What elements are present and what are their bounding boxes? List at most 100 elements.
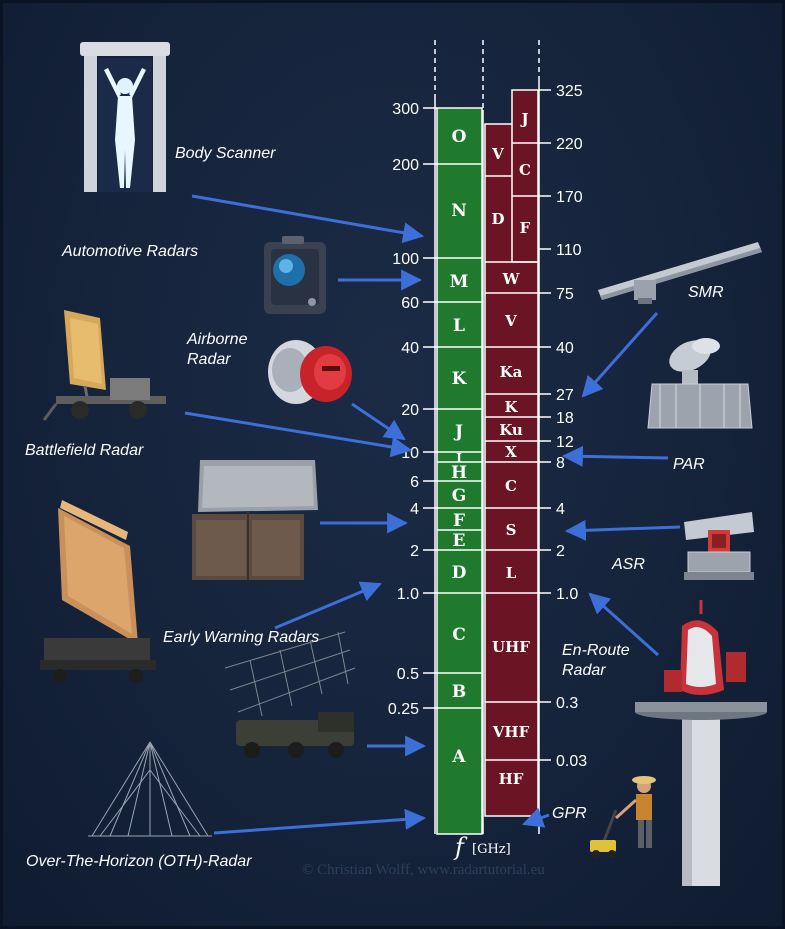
- asr-illustration: [684, 512, 754, 580]
- label-en-route-radar-line2: Radar: [562, 662, 606, 679]
- band-ieee-w: W: [502, 270, 521, 288]
- label-gpr: GPR: [552, 805, 587, 822]
- ieee-separators: [485, 142, 538, 761]
- label-automotive-radars: Automotive Radars: [62, 243, 199, 260]
- band-j: J: [453, 422, 463, 442]
- green-separators: [437, 163, 482, 709]
- early-warning-radar-illustration: [40, 500, 156, 683]
- tick-left-60: 60: [401, 295, 419, 312]
- tick-left-2: 2: [410, 543, 419, 560]
- arrow-early-warning: [274, 581, 382, 630]
- tick-left-300: 300: [392, 101, 419, 118]
- tick-right-4: 4: [556, 501, 565, 518]
- band-ieee-ku: Ku: [499, 421, 523, 439]
- band-e: E: [453, 531, 466, 551]
- tick-left-200: 200: [392, 157, 419, 174]
- tick-right-0-3: 0.3: [556, 695, 578, 712]
- label-oth-radar: Over-The-Horizon (OTH)-Radar: [26, 853, 252, 870]
- en-route-radar-illustration: [635, 600, 767, 886]
- tick-left-20: 20: [401, 402, 419, 419]
- band-ieee-v-upper: V: [491, 145, 504, 163]
- ieee-band-letters: V D W V Ka K Ku X C S L UHF VHF HF J C F: [491, 110, 531, 788]
- ew-array-illustration: [192, 460, 318, 580]
- label-airborne-radar-line1: Airborne: [187, 331, 248, 348]
- tick-right-1: 1.0: [556, 586, 578, 603]
- band-ieee-c: C: [505, 477, 517, 495]
- arrow-body-scanner: [191, 194, 425, 244]
- band-a: A: [451, 747, 466, 767]
- band-c: C: [452, 625, 466, 645]
- label-body-scanner: Body Scanner: [175, 145, 276, 162]
- mmw-column: [511, 89, 539, 263]
- band-mmw-f: F: [520, 219, 531, 237]
- label-airborne-radar-line2: Radar: [187, 351, 231, 368]
- band-mmw-c: C: [519, 161, 531, 179]
- band-ieee-d: D: [491, 210, 504, 228]
- arrow-en-route: [588, 592, 660, 657]
- tick-left-1: 1.0: [397, 586, 419, 603]
- tick-left-100: 100: [392, 251, 419, 268]
- band-l: L: [453, 316, 465, 336]
- left-tick-marks: [423, 107, 437, 709]
- label-early-warning-radars: Early Warning Radars: [163, 629, 320, 646]
- gpr-illustration: [590, 776, 656, 858]
- vhf-radar-illustration: [224, 631, 356, 758]
- arrow-oth: [213, 808, 427, 835]
- label-battlefield-radar: Battlefield Radar: [25, 442, 144, 459]
- band-ieee-v: V: [504, 312, 517, 330]
- axis-unit: [GHz]: [472, 842, 511, 857]
- tick-right-0-03: 0.03: [556, 753, 587, 770]
- green-band-letters: O N M L K J I H G F E D C B A: [450, 127, 469, 767]
- band-ieee-uhf: UHF: [492, 638, 530, 656]
- label-par: PAR: [673, 456, 705, 473]
- band-ieee-ka: Ka: [500, 363, 523, 381]
- arrow-airborne: [351, 402, 406, 441]
- band-ieee-hf: HF: [499, 770, 524, 788]
- tick-right-170: 170: [556, 189, 583, 206]
- band-m: M: [450, 272, 469, 292]
- tick-right-27: 27: [556, 387, 574, 404]
- band-k: K: [452, 369, 468, 389]
- automotive-radar-illustration: [264, 236, 326, 314]
- band-ieee-s: S: [506, 521, 517, 539]
- band-g: G: [452, 486, 467, 506]
- tick-left-40: 40: [401, 340, 419, 357]
- band-mmw-j: J: [519, 110, 528, 128]
- band-d: D: [452, 563, 467, 583]
- airborne-radar-illustration: [268, 340, 352, 404]
- band-ieee-l: L: [506, 564, 517, 582]
- tick-right-325: 325: [556, 83, 583, 100]
- label-smr: SMR: [688, 284, 724, 301]
- arrow-gpr: [522, 807, 550, 828]
- tick-right-40: 40: [556, 340, 574, 357]
- band-ieee-vhf: VHF: [492, 723, 530, 741]
- body-scanner-illustration: [80, 42, 170, 192]
- watermark: © Christian Wolff, www.radartutorial.eu: [302, 862, 545, 878]
- smr-illustration: [598, 242, 762, 304]
- label-asr: ASR: [612, 556, 645, 573]
- arrow-par: [561, 445, 669, 467]
- green-column: [436, 107, 483, 835]
- arrow-battlefield: [184, 411, 413, 458]
- tick-right-8: 8: [556, 455, 565, 472]
- par-illustration: [647, 338, 753, 429]
- band-ieee-k: K: [504, 398, 518, 416]
- arrow-smr: [581, 312, 659, 398]
- oth-radar-illustration: [88, 741, 212, 837]
- tick-right-18: 18: [556, 410, 574, 427]
- axis-symbol: f: [453, 833, 468, 861]
- label-en-route-radar-line1: En-Route: [562, 642, 630, 659]
- band-h: H: [451, 463, 467, 483]
- tick-left-0-25: 0.25: [388, 701, 419, 718]
- tick-right-75: 75: [556, 286, 574, 303]
- band-f: F: [453, 511, 465, 531]
- left-tick-labels: 300 200 100 60 40 20 10 6 4 2 1.0 0.5 0.…: [388, 101, 419, 718]
- band-o: O: [452, 127, 467, 147]
- right-tick-labels: 325 220 170 110 75 40 27 18 12 8 4 2 1.0…: [556, 83, 587, 770]
- tick-right-110: 110: [556, 242, 582, 259]
- band-i: I: [456, 451, 462, 465]
- right-tick-marks: [539, 89, 551, 761]
- arrow-asr: [564, 519, 681, 541]
